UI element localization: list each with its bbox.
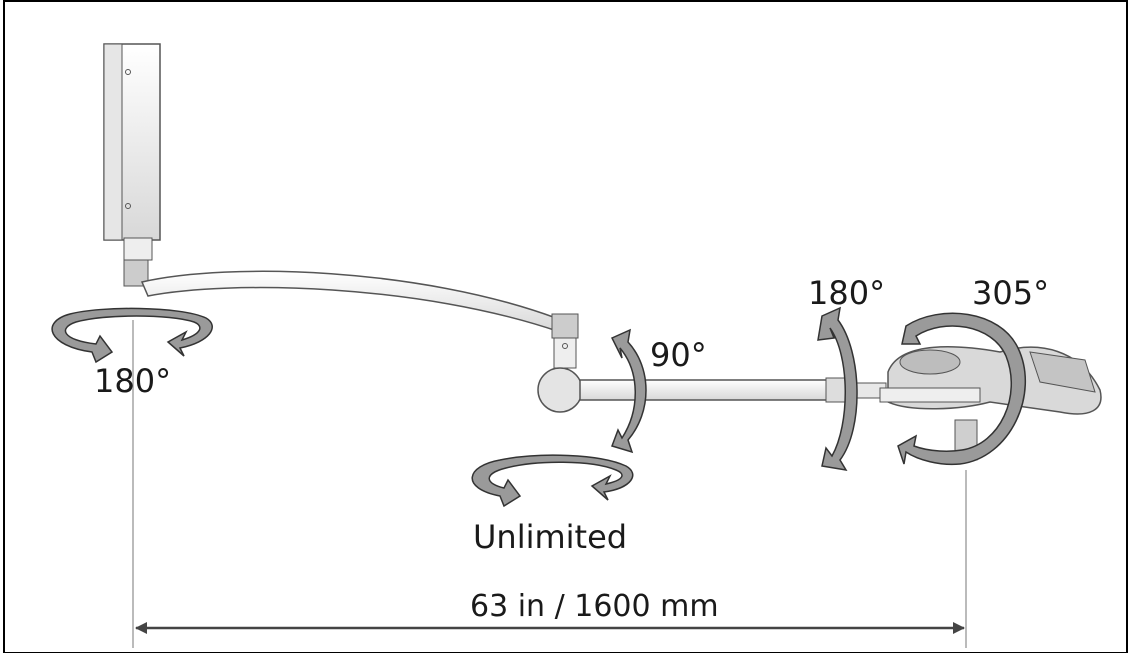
head-rotation-label: 180° [808,274,885,312]
axis-rotation-arrow [471,454,634,508]
reach-label: 63 in / 1600 mm [470,589,719,624]
head-tilt-arrow [897,312,1027,466]
axis-rotation-label: Unlimited [473,518,627,556]
horizontal-arm [579,377,887,403]
joint-tilt-label: 90° [650,336,707,374]
wall-mount-plate [103,43,161,287]
elbow-joint [537,313,583,413]
light-head [879,346,1102,461]
figure-frame [3,0,1128,653]
mount-rotation-label: 180° [94,362,171,400]
head-tilt-label: 305° [972,274,1049,312]
head-rotation-arrow [817,306,858,472]
mount-rotation-arrow [51,307,213,364]
joint-tilt-arrow [610,328,647,454]
